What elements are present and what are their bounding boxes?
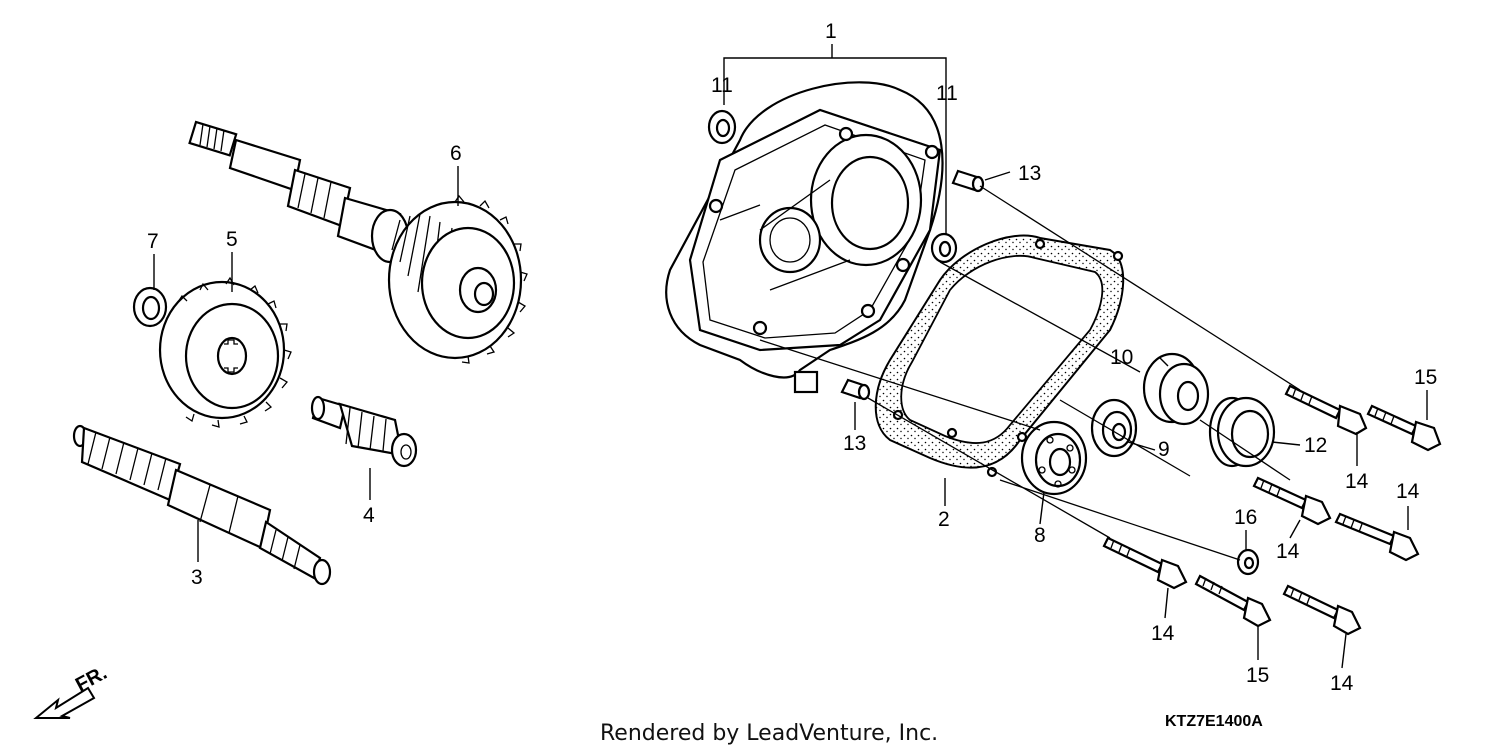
callout-16: 16: [1234, 506, 1257, 529]
callout-14-e: 14: [1330, 672, 1354, 695]
part-12-oil-seal: [1208, 396, 1276, 468]
part-10-bearing: [1142, 352, 1210, 426]
part-14-bolt-e: [1282, 584, 1362, 636]
callout-1: 1: [825, 20, 837, 43]
part-13-dowel-pin-lower: [840, 378, 871, 401]
part-16-washer: [1236, 548, 1260, 576]
callout-6: 6: [450, 142, 462, 165]
part-2-gasket: [874, 234, 1125, 478]
part-5-gear: [158, 276, 292, 428]
part-11-oil-seal-left: [707, 109, 737, 145]
front-direction-marker: FR.: [33, 662, 111, 719]
part-15-bolt-a: [1366, 404, 1442, 452]
callout-3: 3: [191, 566, 203, 589]
part-14-bolt-d: [1102, 536, 1188, 590]
callout-9: 9: [1158, 438, 1170, 461]
callout-11-right: 11: [936, 82, 958, 105]
leader-lines: [153, 44, 1428, 669]
part-13-dowel-pin-upper: [951, 169, 985, 193]
front-label: FR.: [72, 662, 111, 697]
part-14-bolt-b: [1252, 476, 1332, 526]
callout-14-c: 14: [1276, 540, 1300, 563]
diagram-code: KTZ7E1400A: [1165, 713, 1263, 730]
callout-7: 7: [147, 230, 159, 253]
callout-15-upper: 15: [1414, 366, 1437, 389]
callout-14-d: 14: [1151, 622, 1175, 645]
render-credit: Rendered by LeadVenture, Inc.: [600, 721, 938, 746]
part-14-bolt-a: [1284, 384, 1368, 436]
callout-14-b: 14: [1396, 480, 1420, 503]
callout-15-lower: 15: [1246, 664, 1269, 687]
part-14-bolt-c: [1334, 512, 1420, 562]
callout-2: 2: [938, 508, 950, 531]
part-3-final-shaft: [72, 424, 332, 586]
callout-12: 12: [1304, 434, 1327, 457]
callout-13-lower: 13: [843, 432, 866, 455]
part-8-bearing: [1020, 420, 1088, 496]
part-1-transmission-cover: [665, 81, 944, 394]
part-7-washer: [132, 286, 168, 328]
part-4-pinion: [310, 395, 418, 468]
part-6-countershaft: [188, 120, 528, 364]
part-9-bearing: [1090, 398, 1138, 458]
part-11-oil-seal-right: [930, 232, 958, 264]
callout-10: 10: [1110, 346, 1133, 369]
callout-8: 8: [1034, 524, 1046, 547]
part-15-bolt-b: [1194, 574, 1272, 628]
callout-11-left: 11: [711, 74, 733, 97]
callout-4: 4: [363, 504, 375, 527]
front-arrow-icon: [33, 686, 96, 719]
callout-14-a: 14: [1345, 470, 1369, 493]
callout-13-upper: 13: [1018, 162, 1041, 185]
callout-5: 5: [226, 228, 238, 251]
